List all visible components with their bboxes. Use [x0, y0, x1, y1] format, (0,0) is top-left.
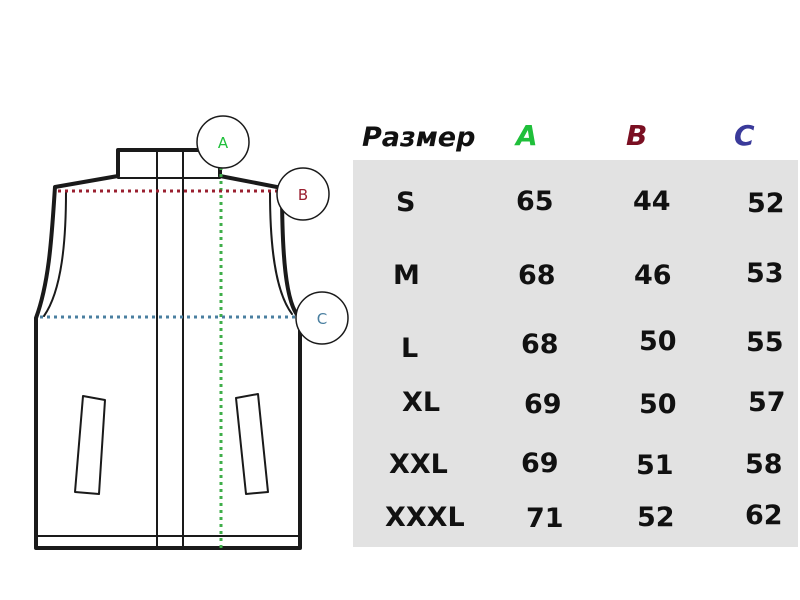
row-s-size: S [396, 187, 416, 218]
row-xl-c: 57 [748, 387, 786, 418]
row-l-b: 50 [639, 326, 677, 357]
row-l-c: 55 [746, 327, 784, 358]
row-l-size: L [401, 333, 419, 364]
label-a-text: A [218, 134, 229, 152]
row-xl-b: 50 [639, 389, 677, 420]
header-c: C [734, 119, 755, 152]
header-a: A [516, 119, 538, 152]
label-b-text: B [298, 186, 308, 204]
label-c-marker: C [295, 291, 349, 345]
row-l-a: 68 [521, 329, 559, 360]
row-xxxl-c: 62 [745, 500, 783, 531]
row-xl-a: 69 [524, 389, 562, 420]
vest-outline-icon [34, 148, 302, 550]
label-b-marker: B [276, 167, 330, 221]
row-xxxl-size: XXXL [385, 502, 465, 533]
header-b: B [626, 119, 648, 152]
row-xxxl-b: 52 [637, 502, 675, 533]
row-xxxl-a: 71 [526, 503, 564, 534]
row-m-size: M [393, 260, 420, 291]
row-m-b: 46 [634, 260, 672, 291]
row-s-b: 44 [633, 186, 671, 217]
row-m-a: 68 [518, 260, 556, 291]
size-table-background [353, 160, 798, 547]
row-m-c: 53 [746, 258, 784, 289]
row-s-c: 52 [747, 188, 785, 219]
header-size: Размер [362, 122, 476, 153]
row-s-a: 65 [516, 186, 554, 217]
label-a-marker: A [196, 115, 250, 169]
row-xl-size: XL [402, 387, 441, 418]
row-xxl-c: 58 [745, 449, 783, 480]
row-xxl-size: XXL [389, 449, 448, 480]
row-xxl-a: 69 [521, 448, 559, 479]
vest-diagram: A B C [34, 115, 349, 550]
row-xxl-b: 51 [636, 450, 674, 481]
label-c-text: C [317, 310, 327, 328]
